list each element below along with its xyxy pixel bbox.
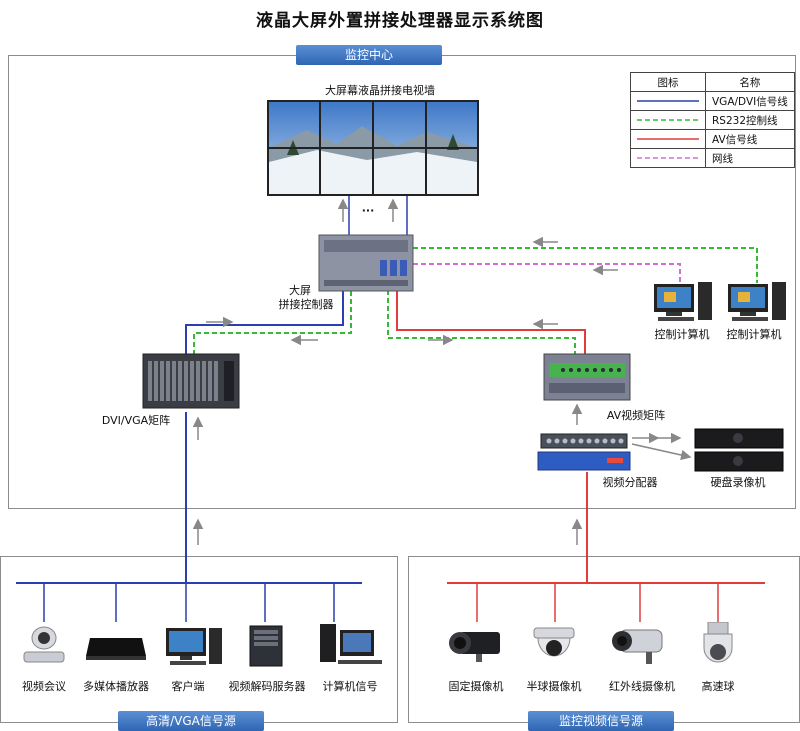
controller-label-line1: 大屏 [289, 284, 311, 297]
hd-source-tag: 高清/VGA信号源 [118, 711, 264, 731]
video-wall-icon [267, 100, 479, 196]
dome-camera-icon [533, 627, 575, 657]
hd-source-label-2: 客户端 [171, 680, 205, 693]
decoding-server-icon [249, 625, 283, 667]
control-pc-2-label: 控制计算机 [726, 328, 782, 341]
av-matrix-icon [543, 353, 631, 401]
dvi-matrix-icon [142, 353, 240, 409]
legend-label-network: 网线 [705, 148, 795, 168]
legend-swatch-network [630, 148, 706, 168]
cctv-source-label-2: 红外线摄像机 [609, 680, 675, 693]
cctv-source-label-1: 半球摄像机 [526, 680, 582, 693]
dvi-matrix-label: DVI/VGA矩阵 [101, 414, 171, 427]
monitor-center-tag: 监控中心 [296, 45, 442, 65]
legend-header-icon: 图标 [630, 72, 706, 92]
dvr-icon [694, 428, 784, 472]
hd-source-label-3: 视频解码服务器 [228, 680, 306, 693]
video-distributor-label: 视频分配器 [602, 476, 658, 489]
cctv-source-label-3: 高速球 [701, 680, 735, 693]
legend-label-av: AV信号线 [705, 129, 795, 149]
infrared-camera-icon [612, 629, 663, 664]
cctv-source-label-0: 固定摄像机 [448, 680, 504, 693]
control-pc-1-label: 控制计算机 [654, 328, 710, 341]
control-pc-1-icon [654, 282, 712, 321]
speed-dome-icon [703, 622, 733, 663]
video-wall-label: 大屏幕液晶拼接电视墙 [325, 84, 435, 97]
legend-header-name: 名称 [705, 72, 795, 92]
hd-source-label-0: 视频会议 [22, 680, 66, 693]
legend-swatch-rs232 [630, 110, 706, 130]
controller-label-line2: 拼接控制器 [278, 298, 334, 311]
legend-table: 图标 名称 VGA/DVI信号线 RS232控制线 AV信号线 网线 [630, 72, 795, 168]
video-conference-camera-icon [23, 626, 65, 663]
av-matrix-label: AV视频矩阵 [606, 409, 666, 422]
media-player-icon [86, 638, 146, 660]
diagram-title: 液晶大屏外置拼接处理器显示系统图 [256, 11, 544, 31]
hd-source-label-1: 多媒体播放器 [83, 680, 149, 693]
legend-label-vga: VGA/DVI信号线 [705, 91, 795, 111]
hd-source-label-4: 计算机信号 [322, 680, 378, 693]
video-distributor-icon [537, 433, 631, 471]
legend-swatch-vga [630, 91, 706, 111]
cctv-source-tag: 监控视频信号源 [528, 711, 674, 731]
legend-swatch-av [630, 129, 706, 149]
legend-label-rs232: RS232控制线 [705, 110, 795, 130]
client-pc-icon [166, 628, 222, 665]
splicing-controller-icon [318, 234, 414, 292]
fixed-camera-icon [449, 632, 500, 662]
dvr-label: 硬盘录像机 [710, 476, 766, 489]
video-wall-ellipsis: ··· [361, 204, 375, 217]
control-pc-2-icon [728, 282, 786, 321]
computer-icon [320, 624, 382, 664]
